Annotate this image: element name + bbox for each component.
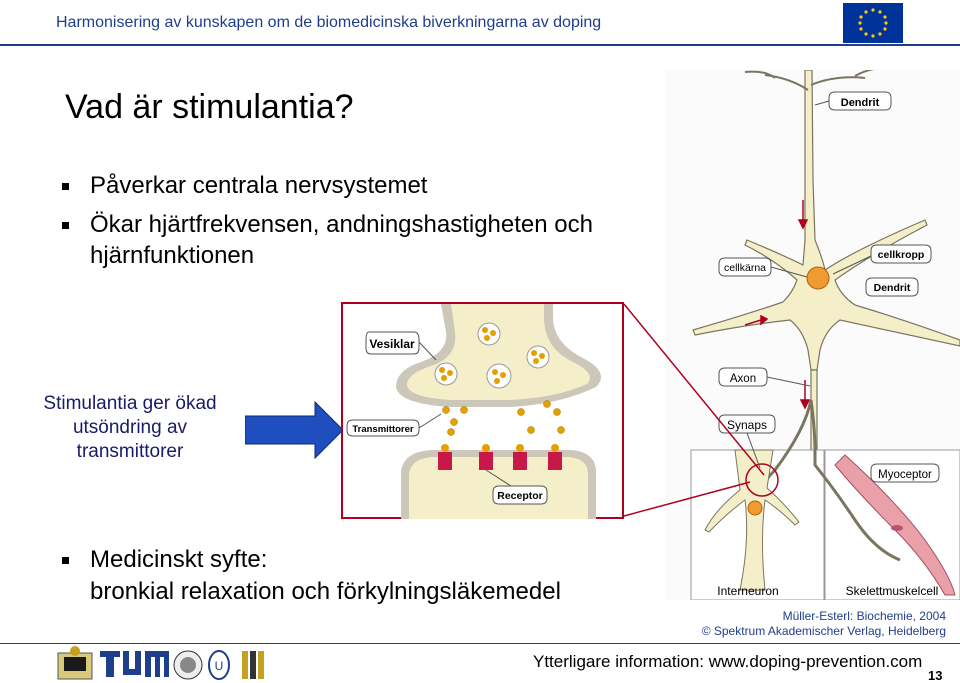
slide-title: Vad är stimulantia? — [65, 88, 354, 126]
label-receptor: Receptor — [497, 490, 543, 502]
neuron-diagram: Dendrit cellkärna cellkropp Dendrit Axon… — [665, 70, 960, 600]
stimulant-caption: Stimulantia ger ökad utsöndring av trans… — [20, 392, 240, 464]
label-interneuron: Interneuron — [717, 584, 778, 598]
seal-logo-icon — [173, 650, 203, 680]
label-nucleus: cellkärna — [724, 262, 766, 274]
caption-line: Stimulantia ger ökad — [43, 393, 217, 414]
bullet-text: Påverkar centrala nervsystemet — [90, 172, 428, 199]
label-myoceptor: Myoceptor — [878, 469, 932, 481]
label-synapse: Synaps — [727, 418, 767, 432]
header-title: Harmonisering av kunskapen om de biomedi… — [56, 14, 602, 31]
footer-divider — [0, 643, 960, 644]
bullet-purpose: Medicinskt syfte: — [62, 545, 268, 575]
synapse-diagram: Vesiklar Transmittorer Receptor — [341, 302, 624, 519]
caption-line: utsöndring av — [72, 417, 188, 438]
receptor-group — [438, 444, 562, 470]
label-transmitters: Transmittorer — [352, 424, 414, 435]
bullet-purpose-continuation: bronkial relaxation och förkylningsläkem… — [90, 578, 561, 605]
shield-logo-icon: U — [208, 650, 230, 680]
bullet-cns: Påverkar centrala nervsystemet — [62, 171, 428, 201]
stripes-logo-icon — [242, 651, 264, 679]
tum-logo-icon — [100, 651, 169, 677]
label-dendrite: Dendrit — [874, 282, 911, 294]
crest-logo-icon — [57, 646, 93, 680]
svg-text:U: U — [215, 659, 224, 673]
arrow-right-icon — [245, 400, 344, 460]
bullet-text: Medicinskt syfte: — [90, 546, 268, 573]
zoom-connector — [623, 303, 765, 517]
footer-info-link[interactable]: Ytterligare information: www.doping-prev… — [533, 652, 923, 671]
label-dendrite-top: Dendrit — [841, 97, 880, 109]
eu-flag-icon — [843, 3, 903, 43]
bullet-text: Ökar hjärtfrekvensen, andningshastighete… — [90, 211, 593, 238]
bullet-heart-continuation: hjärnfunktionen — [90, 242, 255, 269]
partner-logos: U — [57, 646, 264, 680]
page-number: 13 — [928, 668, 943, 683]
label-vesicles: Vesiklar — [369, 337, 415, 351]
vesicle-group — [434, 322, 550, 389]
caption-line: transmittorer — [76, 441, 184, 462]
label-cell-body: cellkropp — [878, 249, 925, 261]
label-skeletal-muscle: Skelettmuskelcell — [846, 584, 939, 598]
credit-line: Müller-Esterl: Biochemie, 2004 — [782, 609, 946, 623]
bullet-heart: Ökar hjärtfrekvensen, andningshastighete… — [62, 210, 593, 240]
label-axon: Axon — [730, 373, 756, 385]
credit-line: © Spektrum Akademischer Verlag, Heidelbe… — [701, 624, 946, 638]
header-divider — [0, 44, 960, 46]
